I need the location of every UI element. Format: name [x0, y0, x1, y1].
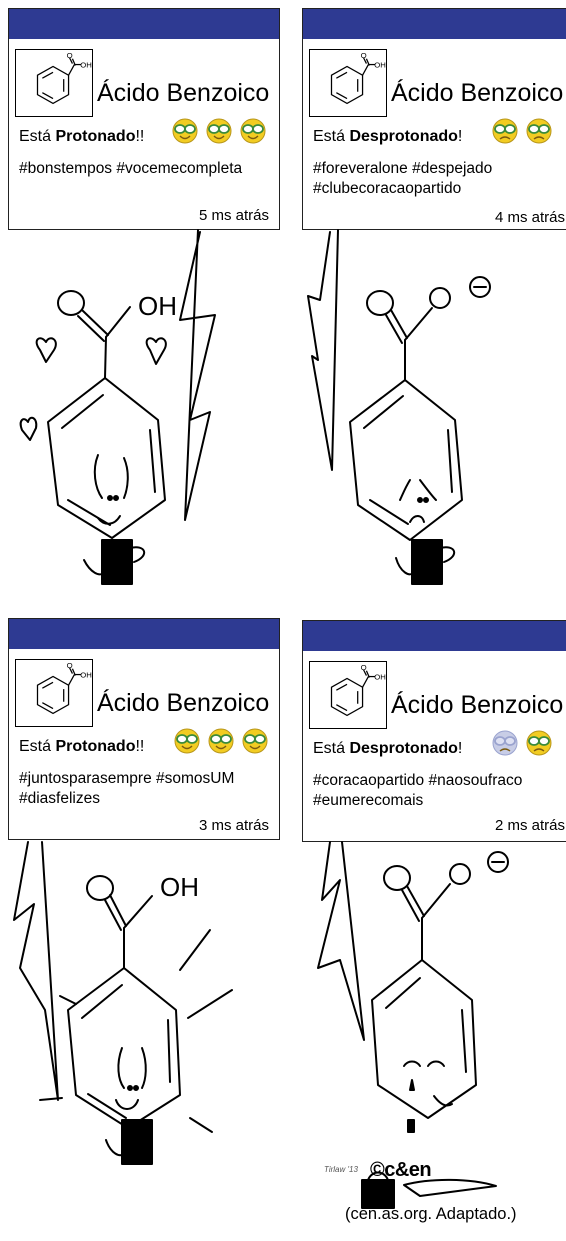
status-text: Está Protonado!!: [19, 128, 144, 146]
benzoic-acid-structure-icon: O OH: [15, 49, 93, 117]
status-bold: Protonado: [55, 128, 136, 145]
benzoic-acid-structure-icon: O OH: [309, 661, 387, 729]
oh-drawing-label: OH: [160, 872, 199, 902]
benzoic-acid-character-3: [39, 875, 233, 1165]
status-suffix: !!: [135, 738, 145, 755]
hashtag-line[interactable]: #foreveralone #despejado: [313, 160, 493, 177]
oh-label: OH: [80, 670, 92, 679]
benzoic-acid-character-1: [19, 290, 167, 585]
benzoic-acid-structure-icon: O OH: [309, 49, 387, 117]
emoji-face-icon: [206, 118, 232, 144]
post-header-bar: [303, 9, 566, 39]
emoji-row: [492, 730, 552, 756]
emoji-face-icon: [240, 118, 266, 144]
benzoic-acid-character-2: [349, 276, 491, 585]
post-header-bar: [303, 621, 566, 651]
post-card-2: O OH Ácido Benzoico Está Desprotonado! #…: [302, 8, 566, 230]
oh-label: OH: [80, 60, 92, 69]
benzoic-acid-structure-icon: O OH: [15, 659, 93, 727]
source-credit: (cen.as.org. Adaptado.): [345, 1205, 517, 1223]
status-text: Está Desprotonado!: [313, 128, 462, 146]
profile-name[interactable]: Ácido Benzoico: [97, 689, 270, 717]
profile-name[interactable]: Ácido Benzoico: [391, 79, 564, 107]
emoji-face-icon: [526, 118, 552, 144]
oh-label: OH: [374, 672, 386, 681]
hashtags[interactable]: #juntosparasempre #somosUM #diasfelizes: [19, 769, 287, 809]
profile-name[interactable]: Ácido Benzoico: [97, 79, 270, 107]
status-text: Está Protonado!!: [19, 738, 144, 756]
emoji-face-icon: [208, 728, 234, 754]
status-suffix: !: [457, 128, 463, 145]
status-bold: Desprotonado: [349, 740, 458, 757]
status-text: Está Desprotonado!: [313, 740, 462, 758]
post-card-1: O OH Ácido Benzoico Está Protonado!! #bo…: [8, 8, 280, 230]
hashtag-line[interactable]: #juntosparasempre #somosUM: [19, 770, 235, 787]
status-prefix: Está: [313, 128, 350, 145]
artist-signature: Tirlaw '13: [324, 1165, 358, 1174]
status-prefix: Está: [19, 128, 56, 145]
emoji-face-icon: [174, 728, 200, 754]
benzoic-acid-character-4: [361, 851, 509, 1209]
oh-drawing-label: OH: [138, 291, 177, 321]
speech-tail: [317, 841, 365, 1041]
emoji-face-icon: [492, 118, 518, 144]
post-header-bar: [9, 9, 279, 39]
emoji-row: [174, 728, 268, 754]
post-card-4: O OH Ácido Benzoico Está Desprotonado! #…: [302, 620, 566, 842]
hashtag-line[interactable]: #diasfelizes: [19, 790, 100, 807]
status-suffix: !: [457, 740, 463, 757]
hashtag-line[interactable]: #coracaopartido #naosoufraco: [313, 772, 523, 789]
oh-label: OH: [374, 60, 386, 69]
status-bold: Protonado: [55, 738, 136, 755]
hashtag-line[interactable]: #clubecoracaopartido: [313, 180, 462, 197]
timestamp[interactable]: 2 ms atrás: [494, 817, 565, 834]
hashtag-line[interactable]: #eumerecomais: [313, 792, 424, 809]
emoji-face-icon: [492, 730, 518, 756]
status-prefix: Está: [19, 738, 56, 755]
svg-text:O: O: [67, 51, 73, 60]
speech-tail: [179, 229, 216, 521]
emoji-row: [172, 118, 266, 144]
status-suffix: !!: [135, 128, 145, 145]
speech-tail: [13, 841, 59, 1101]
speech-tail: [307, 229, 339, 471]
timestamp[interactable]: 5 ms atrás: [198, 207, 269, 224]
cen-logo: ©c&en: [370, 1159, 432, 1181]
emoji-face-icon: [172, 118, 198, 144]
emoji-face-icon: [526, 730, 552, 756]
status-prefix: Está: [313, 740, 350, 757]
post-card-3: O OH Ácido Benzoico Está Protonado!! #ju…: [8, 618, 280, 840]
svg-text:O: O: [361, 663, 367, 672]
emoji-row: [492, 118, 552, 144]
hashtags[interactable]: #bonstempos #vocemecompleta: [19, 159, 287, 179]
hashtags[interactable]: #coracaopartido #naosoufraco #eumerecoma…: [313, 771, 566, 811]
post-header-bar: [9, 619, 279, 649]
svg-text:O: O: [361, 51, 367, 60]
hashtags[interactable]: #foreveralone #despejado #clubecoracaopa…: [313, 159, 566, 199]
timestamp[interactable]: 4 ms atrás: [494, 209, 565, 226]
svg-text:O: O: [67, 661, 73, 670]
profile-name[interactable]: Ácido Benzoico: [391, 691, 564, 719]
hashtag-line[interactable]: #bonstempos #vocemecompleta: [19, 160, 243, 177]
timestamp[interactable]: 3 ms atrás: [198, 817, 269, 834]
status-bold: Desprotonado: [349, 128, 458, 145]
emoji-face-icon: [242, 728, 268, 754]
